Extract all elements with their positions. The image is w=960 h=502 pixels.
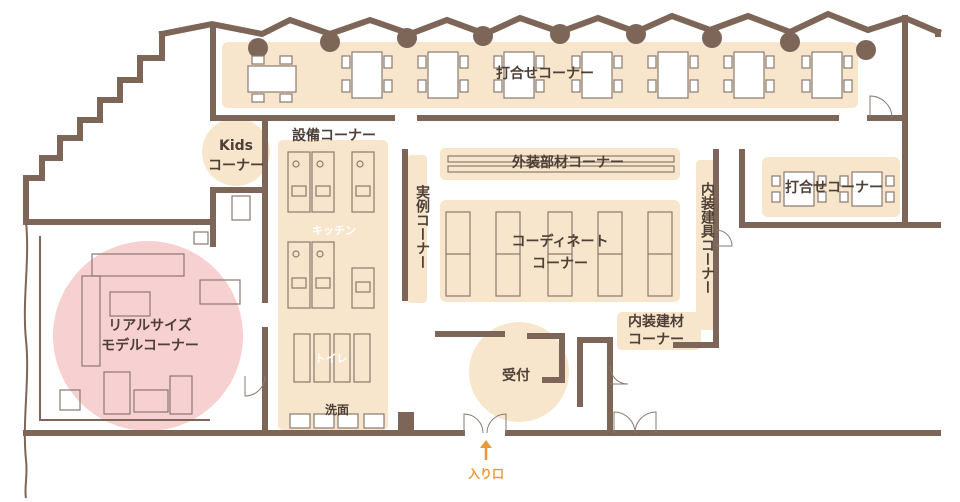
kids-zone [202,118,270,186]
entrance-door [486,413,507,434]
meeting-chair [493,55,503,69]
reception-zone [469,322,569,422]
label-interior-fixtures: 内装建具コーナー [699,181,716,294]
meeting-table [811,51,843,99]
meeting-chair [613,79,623,93]
column-dot-icon [473,26,493,46]
washstand-units [289,412,414,432]
column-dot-icon [397,28,417,48]
meeting-chair [459,55,469,69]
meeting-table [247,65,297,93]
meeting-chair [765,79,775,93]
column-dot-icon [320,32,340,52]
label-exterior: 外装部材コーナー [512,154,624,171]
meeting-chair [613,55,623,69]
label-kids-1: Kids [219,138,253,154]
kitchen-zone [286,184,378,276]
model-inner-wall [39,236,210,421]
meeting-chair [843,79,853,93]
column-dot-icon [550,24,570,44]
meeting-chair [647,55,657,69]
meeting-chair [689,79,699,93]
meeting-right-tables [771,171,895,207]
outer-wall-left [23,31,165,225]
label-model-1: リアルサイズ [108,317,191,334]
reception-room-wall [577,337,613,433]
column-dot-icon [856,40,876,60]
walls [23,10,942,499]
label-reception: 受付 [502,367,530,384]
coordinate-zone [440,200,680,302]
meeting-table [351,51,383,99]
exterior-furniture [447,155,675,173]
meeting-table-row [341,51,853,99]
column-dot-icon [626,24,646,44]
meeting-chair [647,79,657,93]
label-kitchen: キッチン [312,224,356,237]
meeting-chair [801,79,811,93]
meeting-chair [383,55,393,69]
label-toilet: トイレ [315,352,348,365]
meeting-table [581,51,613,99]
meeting-chair [689,55,699,69]
meeting-chair [723,79,733,93]
meeting-table [503,51,535,99]
coordinate-furniture [445,211,673,297]
entrance-door [463,413,484,434]
meeting-chair [417,55,427,69]
meeting-chair [459,79,469,93]
meeting-chair [535,79,545,93]
column-dot-icon [248,38,268,58]
interior-fixtures-zone [696,160,716,330]
labels: 打合せコーナー Kids コーナー 設備コーナー キッチン トイレ 洗面 実例コ… [101,65,883,481]
model-furniture [59,195,251,415]
sample-zone [407,155,427,303]
meeting-tables [247,55,297,103]
meeting-chair [765,55,775,69]
arrow-up-icon [480,440,492,460]
doors [244,95,893,434]
meeting-chair [723,55,733,69]
reception-counter [527,333,565,383]
meeting-table [427,51,459,99]
kitchen-units [287,151,375,309]
meeting-chair [341,79,351,93]
meeting-chair [571,55,581,69]
label-interior-material-1: 内装建材 [628,313,684,330]
meeting-table [733,51,765,99]
fixtures-wall [673,149,719,348]
equipment-zone [278,140,388,430]
meeting-chair [535,55,545,69]
model-wall [23,219,216,247]
label-coordinate-2: コーナー [532,256,588,272]
column-dot-icon [702,28,722,48]
label-equipment: 設備コーナー [292,127,376,144]
outer-edge-wave [23,221,29,499]
meeting-chair [383,79,393,93]
meeting-chair [341,55,351,69]
label-entrance: 入り口 [468,467,504,481]
label-interior-material-2: コーナー [628,332,684,348]
label-coordinate-1: コーディネート [511,233,608,250]
meeting-table [657,51,689,99]
column-dot-icon [780,32,800,52]
outer-wall-top [158,10,942,38]
meeting-chair [417,79,427,93]
columns [248,24,876,60]
meeting-chair [801,55,811,69]
zones [53,42,900,431]
label-sample: 実例コーナー [414,184,430,269]
label-washroom: 洗面 [325,402,349,417]
label-meeting-right: 打合せコーナー [785,179,883,196]
label-kids-2: コーナー [208,158,264,174]
label-meeting-top: 打合せコーナー [496,65,594,82]
meeting-chair [843,55,853,69]
meeting-chair [493,79,503,93]
label-model-2: モデルコーナー [101,337,199,354]
meeting-chair [571,79,581,93]
interior-material-zone [617,312,701,350]
toilet-units [293,333,371,383]
